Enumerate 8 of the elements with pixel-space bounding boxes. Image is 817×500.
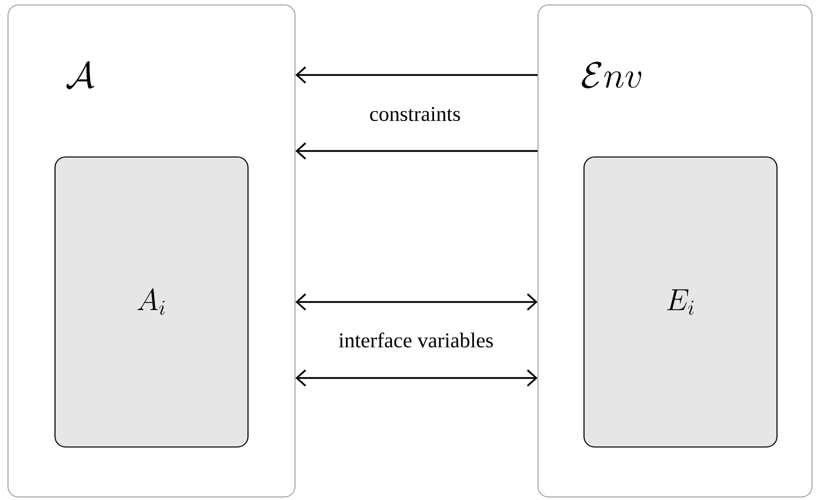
inner-box: $A_i$ [54, 156, 249, 448]
inner-box: $E_i$ [583, 156, 778, 448]
arrow [295, 369, 538, 387]
arrow [295, 66, 538, 84]
arrow [295, 142, 538, 160]
arrow-label: interface variables [338, 332, 493, 348]
arrow-label: constraints [370, 106, 460, 122]
arrow [295, 293, 538, 311]
